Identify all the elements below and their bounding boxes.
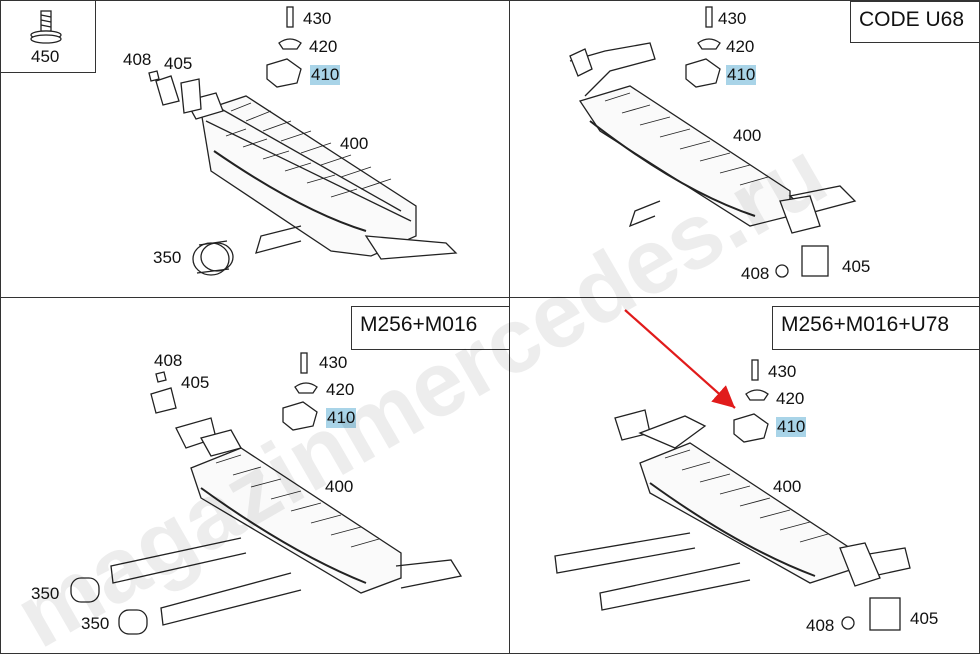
bolt-450-inset: 450 xyxy=(1,1,96,73)
label-430: 430 xyxy=(718,9,747,28)
label-400: 400 xyxy=(773,477,802,496)
label-408: 408 xyxy=(806,616,835,635)
label-410: 410 xyxy=(326,408,357,428)
label-420: 420 xyxy=(726,37,755,56)
diagram-panel-base: 450 xyxy=(0,0,510,298)
label-405: 405 xyxy=(181,373,210,392)
diagram-panel-m256-m016-u78: M256+M016+U78 430 420 410 400 408 xyxy=(509,297,980,654)
label-400: 400 xyxy=(340,134,369,153)
label-410: 410 xyxy=(776,417,807,437)
label-420: 420 xyxy=(326,380,355,399)
label-408: 408 xyxy=(741,264,770,283)
label-450: 450 xyxy=(31,47,60,66)
exhaust-assembly-u68 xyxy=(569,6,857,278)
label-430: 430 xyxy=(319,353,348,372)
label-350: 350 xyxy=(153,248,182,267)
label-350-upper: 350 xyxy=(31,584,60,603)
label-430: 430 xyxy=(768,362,797,381)
exhaust-assembly-base xyxy=(148,6,458,276)
exhaust-assembly-m256-m016 xyxy=(70,352,463,635)
label-410: 410 xyxy=(726,65,757,85)
label-405: 405 xyxy=(842,257,871,276)
label-405: 405 xyxy=(910,609,939,628)
code-label: CODE U68 xyxy=(859,8,965,31)
label-430: 430 xyxy=(303,9,332,28)
code-box: M256+M016 xyxy=(351,306,509,350)
label-420: 420 xyxy=(776,389,805,408)
label-420: 420 xyxy=(309,37,338,56)
label-408: 408 xyxy=(123,50,152,69)
label-410: 410 xyxy=(310,65,341,85)
diagram-panel-code-u68: CODE U68 430 420 410 400 408 405 xyxy=(509,0,980,298)
label-350-lower: 350 xyxy=(81,614,110,633)
label-400: 400 xyxy=(733,126,762,145)
label-400: 400 xyxy=(325,477,354,496)
label-408: 408 xyxy=(154,351,183,370)
label-405: 405 xyxy=(164,54,193,73)
bolt-450-icon xyxy=(30,10,62,44)
code-box: M256+M016+U78 xyxy=(772,306,979,350)
exhaust-assembly-m256-m016-u78 xyxy=(554,359,911,631)
code-label: M256+M016 xyxy=(360,313,478,336)
code-box: CODE U68 xyxy=(850,1,979,43)
diagram-panel-m256-m016: M256+M016 408 405 430 42 xyxy=(0,297,510,654)
code-label: M256+M016+U78 xyxy=(781,313,950,336)
